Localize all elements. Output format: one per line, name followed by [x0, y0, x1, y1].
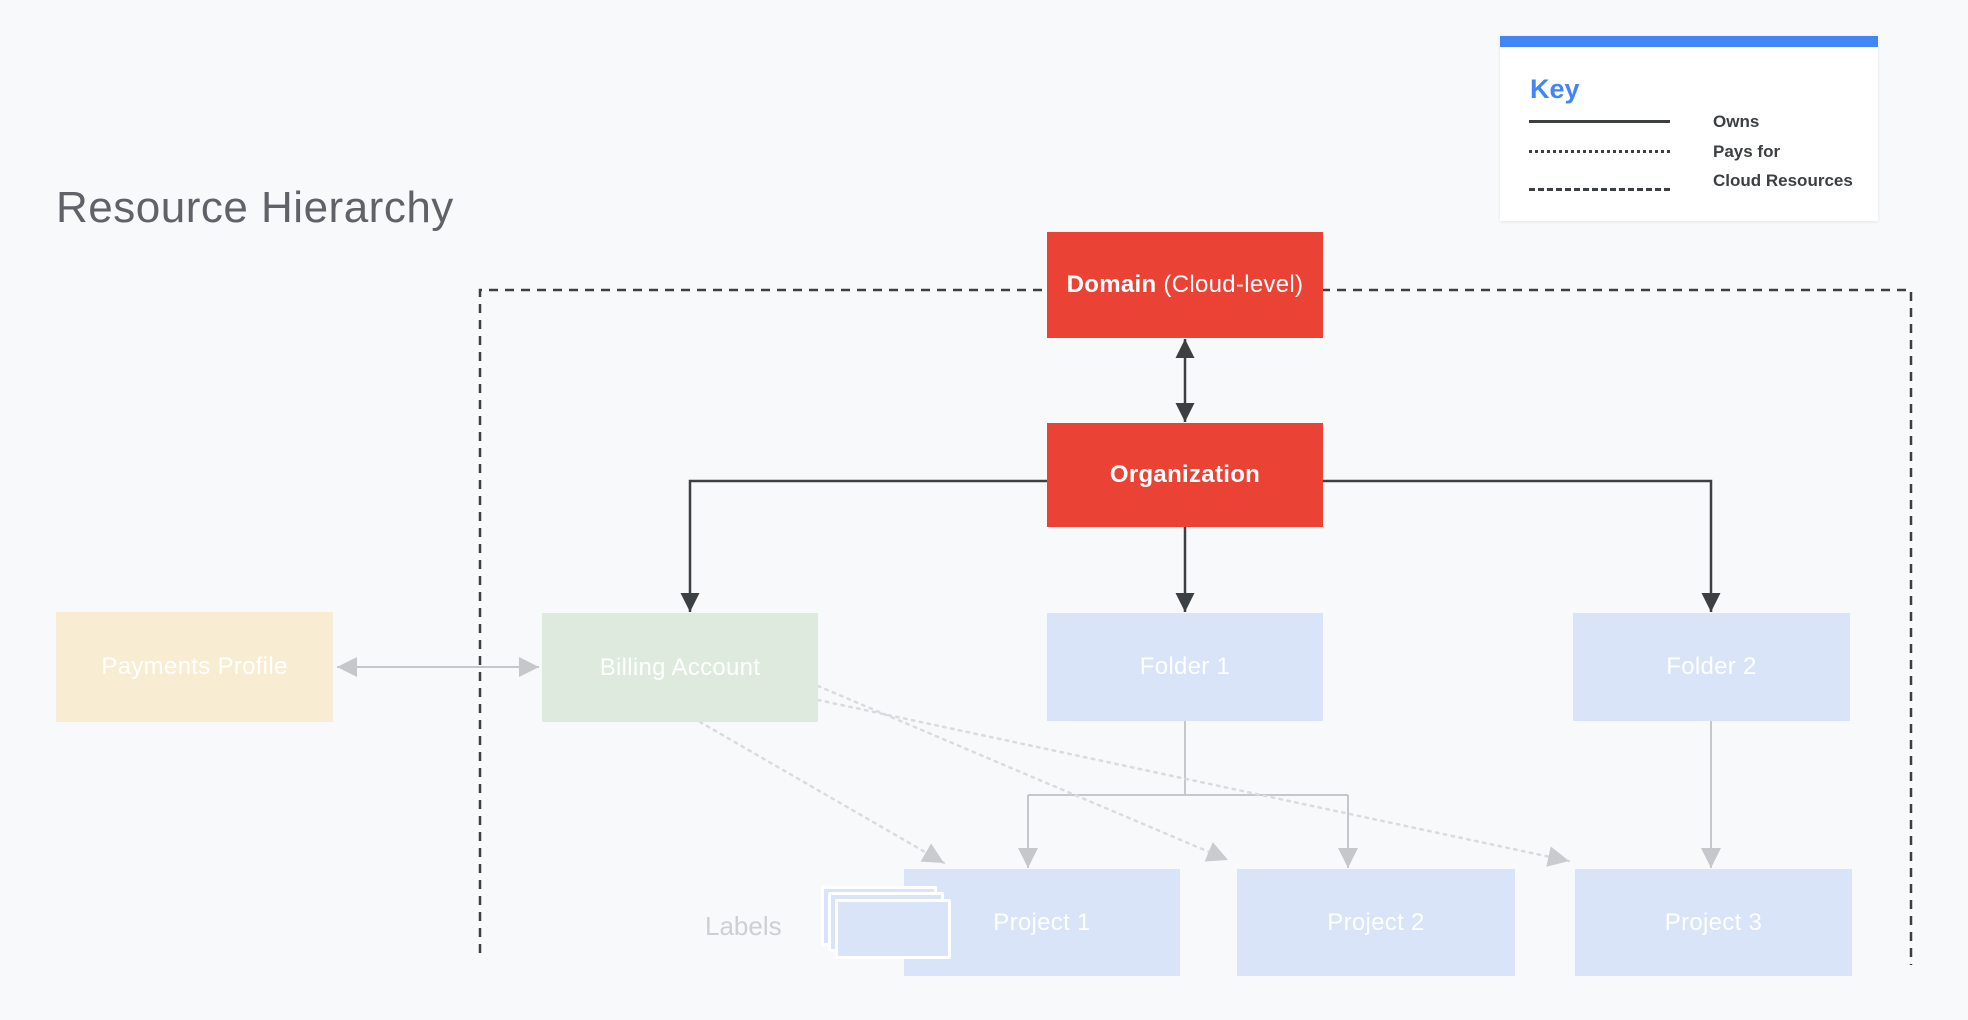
- legend-accent-bar: [1500, 36, 1878, 47]
- dotted-line-sample: [1529, 150, 1670, 153]
- node-organization-label: Organization: [1109, 461, 1261, 488]
- node-organization: Organization: [1047, 423, 1323, 527]
- node-folder-2-label: Folder 2: [1666, 653, 1757, 680]
- label-card-front: [835, 899, 951, 959]
- dashed-line-sample: [1529, 188, 1670, 191]
- node-billing-account: Billing Account: [542, 613, 818, 722]
- arrow-organization-folder2: [1323, 479, 1721, 612]
- legend-label-owns: Owns: [1713, 112, 1760, 131]
- legend: Key Owns Pays for Cloud Resources: [1500, 36, 1878, 221]
- arrow-organization-billing: [680, 479, 1047, 612]
- node-project-1-label: Project 1: [993, 908, 1091, 936]
- legend-label-pays-for: Pays for: [1713, 142, 1781, 161]
- dotted-billing-project2: [816, 684, 1230, 862]
- labels-stack-icon: [821, 886, 955, 966]
- legend-heading: Key: [1530, 74, 1580, 104]
- node-folder-2: Folder 2: [1573, 613, 1850, 721]
- node-domain-label-rest: (Cloud-level): [1156, 271, 1304, 298]
- node-payments-profile-label: Payments Profile: [101, 653, 288, 680]
- node-project-2: Project 2: [1237, 869, 1515, 976]
- node-folder-1: Folder 1: [1047, 613, 1323, 721]
- node-project-2-label: Project 2: [1327, 908, 1425, 936]
- folder1-branch-lines: [1028, 721, 1348, 796]
- dotted-billing-project3: [816, 698, 1571, 867]
- labels-caption: Labels: [705, 911, 782, 941]
- node-domain-label: Domain (Cloud-level): [1067, 271, 1304, 299]
- node-project-3: Project 3: [1575, 869, 1852, 976]
- node-payments-profile: Payments Profile: [56, 612, 333, 722]
- legend-label-cloud-resources: Cloud Resources: [1713, 171, 1853, 190]
- node-billing-account-label: Billing Account: [599, 653, 761, 681]
- node-domain: Domain (Cloud-level): [1047, 232, 1323, 338]
- node-project-3-label: Project 3: [1664, 908, 1763, 936]
- solid-line-sample: [1529, 120, 1670, 123]
- page-title: Resource Hierarchy: [56, 183, 454, 232]
- node-folder-1-label: Folder 1: [1139, 653, 1231, 680]
- dotted-billing-project1: [698, 720, 946, 865]
- node-domain-label-bold: Domain: [1066, 271, 1157, 298]
